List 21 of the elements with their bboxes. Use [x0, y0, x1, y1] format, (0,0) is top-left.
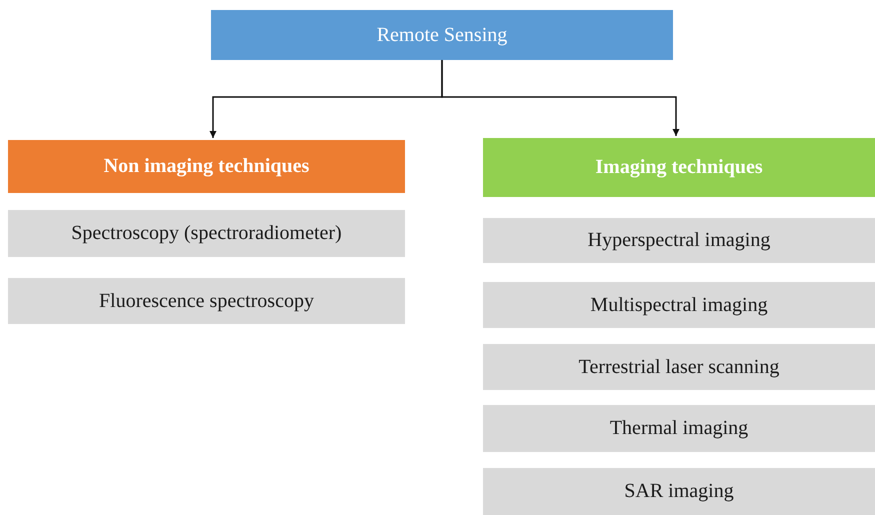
- arrow: [441, 60, 680, 136]
- node-label: Thermal imaging: [610, 417, 748, 440]
- node-label: Terrestrial laser scanning: [578, 356, 780, 378]
- node-label: Remote Sensing: [376, 24, 508, 46]
- item-box: [483, 344, 875, 390]
- node-label: Multispectral imaging: [590, 294, 768, 316]
- item-box: [8, 278, 405, 324]
- item-box: [483, 218, 875, 263]
- title-box: [211, 10, 673, 60]
- node-label: Spectroscopy (spectroradiometer): [71, 222, 342, 245]
- node-label: Fluorescence spectroscopy: [99, 290, 314, 312]
- item-box: [483, 282, 875, 328]
- item-box: [483, 468, 875, 515]
- category-box: [8, 140, 405, 193]
- item-box: [8, 210, 405, 257]
- node-label: Non imaging techniques: [104, 155, 310, 178]
- node-label: Hyperspectral imaging: [588, 229, 770, 252]
- item-box: [483, 405, 875, 452]
- node-label: Imaging techniques: [595, 156, 763, 179]
- category-box: [483, 138, 875, 197]
- node-label: SAR imaging: [624, 480, 734, 503]
